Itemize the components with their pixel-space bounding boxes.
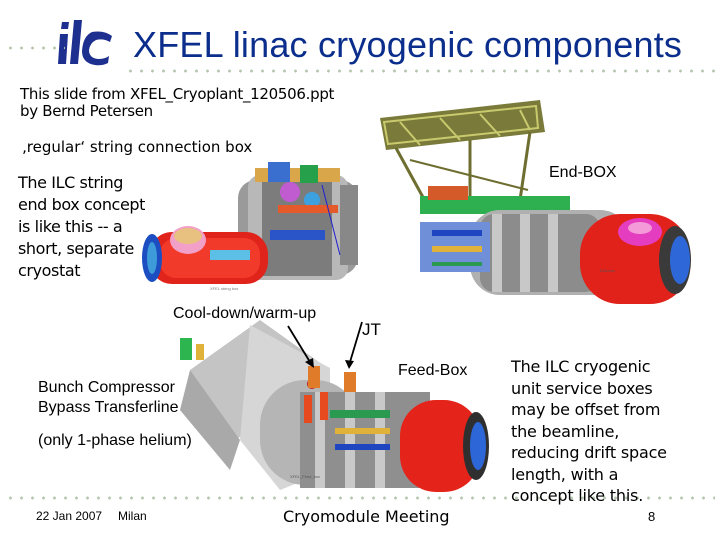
one-phase-helium-label: (only 1-phase helium) xyxy=(38,432,192,449)
source-line-2: by Bernd Petersen xyxy=(20,102,153,121)
cooldown-label: Cool-down/warm-up xyxy=(173,305,317,322)
bunch-line: Bypass Transferline xyxy=(38,399,179,416)
footer-meeting: Cryomodule Meeting xyxy=(283,507,450,526)
svg-text:XFEL string box: XFEL string box xyxy=(210,286,238,291)
service-line: unit service boxes xyxy=(511,378,653,398)
title-dot-divider xyxy=(125,69,715,73)
jt-label: JT xyxy=(362,320,381,339)
title-dot-divider-left xyxy=(5,46,65,50)
ilc-string-line: short, separate xyxy=(18,239,134,258)
svg-text:XFEL_Feed_box: XFEL_Feed_box xyxy=(290,474,320,479)
footer-dot-divider xyxy=(5,496,715,500)
service-line: The ILC cryogenic xyxy=(511,357,651,376)
footer-date: 22 Jan 2007 xyxy=(36,509,103,523)
ilc-string-line: end box concept xyxy=(18,195,146,214)
service-line: concept like this. xyxy=(511,486,644,505)
service-line: reducing drift space xyxy=(511,443,667,462)
service-line: length, with a xyxy=(511,464,619,484)
ilc-string-line: cryostat xyxy=(18,261,81,280)
pointer-arrows xyxy=(287,321,363,369)
ilc-string-note: The ILC string end box concept is like t… xyxy=(18,172,145,282)
end-box-drawing: End-box xyxy=(380,100,691,304)
source-line-1: This slide from XFEL_Cryoplant_120506.pp… xyxy=(20,85,335,103)
ilc-string-line: is like this -- a xyxy=(18,217,123,236)
service-line: the beamline, xyxy=(511,421,620,441)
ilc-string-line: The ILC string xyxy=(18,173,124,192)
ilc-logo xyxy=(58,20,112,66)
footer-location: Milan xyxy=(118,509,147,523)
feed-box-drawing: XFEL_Feed_box xyxy=(180,320,489,492)
service-line: may be offset from xyxy=(511,400,661,419)
feed-box-label: Feed-Box xyxy=(398,362,468,379)
source-note: This slide from XFEL_Cryoplant_120506.pp… xyxy=(20,85,335,121)
page-number: 8 xyxy=(648,509,656,524)
end-box-label: End-BOX xyxy=(549,164,617,181)
bunch-compressor-label: Bunch Compressor Bypass Transferline xyxy=(38,378,179,418)
slide-title: XFEL linac cryogenic components xyxy=(133,24,683,65)
string-connection-box-drawing: XFEL string box xyxy=(142,162,358,291)
service-box-note: The ILC cryogenic unit service boxes may… xyxy=(511,356,667,507)
regular-connection-box-label: ‚regular‘ string connection box xyxy=(22,138,253,156)
svg-text:End-box: End-box xyxy=(600,268,615,273)
bunch-line: Bunch Compressor xyxy=(38,379,175,396)
